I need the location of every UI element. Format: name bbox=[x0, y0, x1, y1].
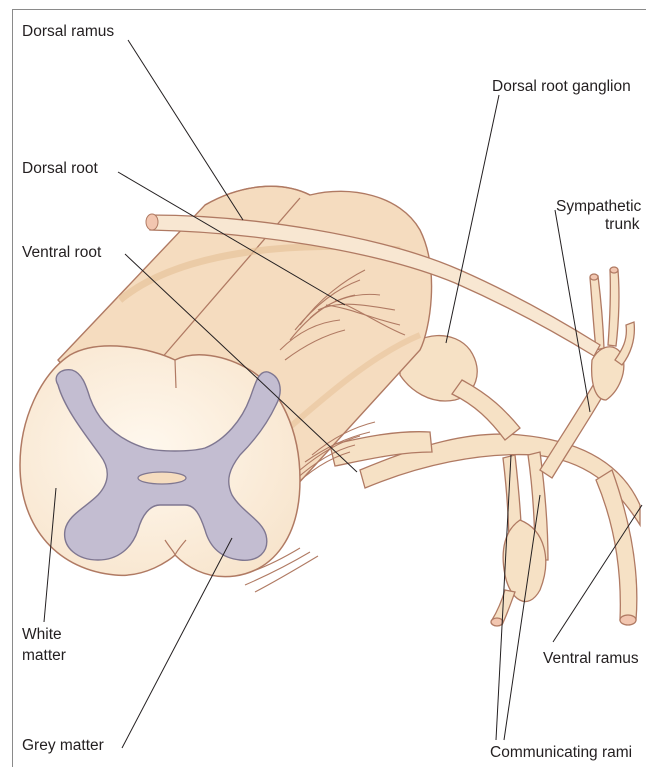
central-canal bbox=[138, 472, 186, 484]
label-ventral-root: Ventral root bbox=[22, 244, 101, 263]
label-dorsal-root-ganglion: Dorsal root ganglion bbox=[492, 78, 631, 97]
label-grey-matter: Grey matter bbox=[22, 737, 104, 756]
label-dorsal-ramus: Dorsal ramus bbox=[22, 23, 114, 42]
label-sympathetic-trunk-line1: Sympathetic bbox=[556, 198, 641, 217]
label-ventral-ramus: Ventral ramus bbox=[543, 650, 639, 669]
label-white-matter-line2: matter bbox=[22, 647, 66, 666]
cross-section bbox=[20, 346, 300, 577]
label-dorsal-root: Dorsal root bbox=[22, 160, 98, 179]
label-sympathetic-trunk-line2: trunk bbox=[605, 216, 639, 235]
label-communicating-rami: Communicating rami bbox=[490, 744, 632, 763]
label-white-matter-line1: White bbox=[22, 626, 62, 645]
